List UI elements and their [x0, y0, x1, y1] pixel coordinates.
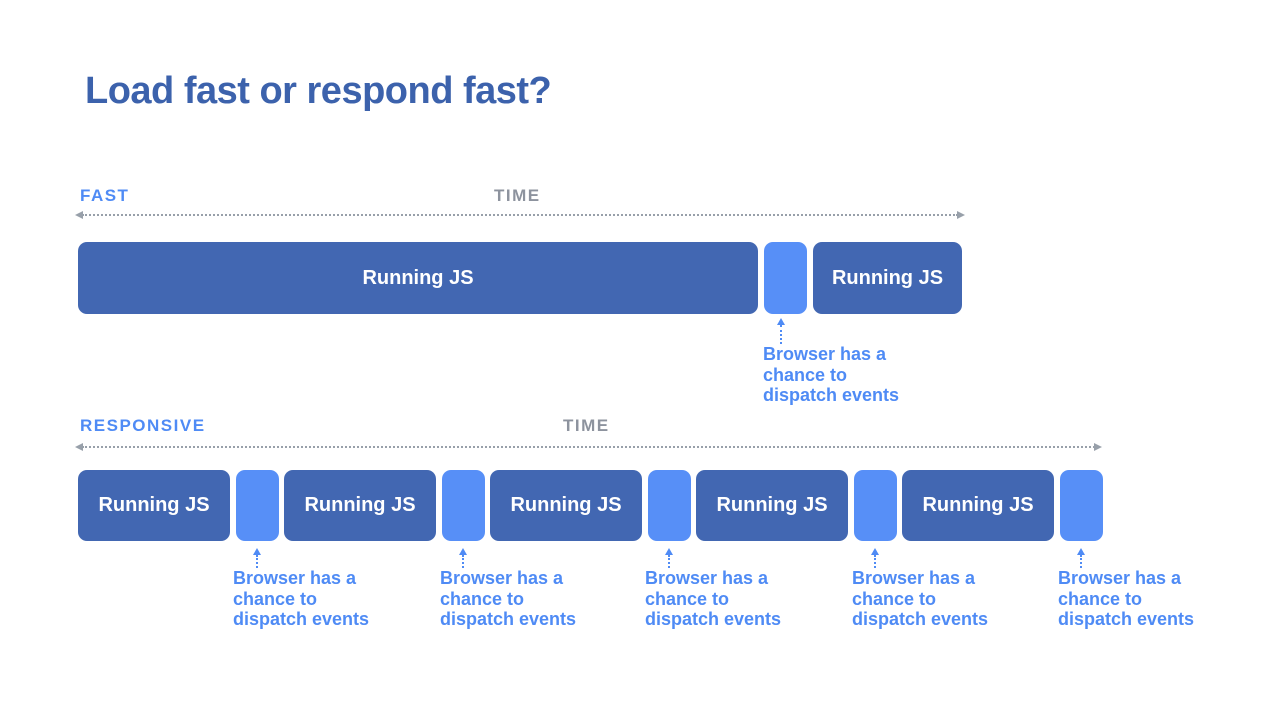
- fast-time-axis: [82, 214, 958, 216]
- axis-arrowhead-right-icon: [957, 211, 965, 219]
- idle-gap-block: [1060, 470, 1103, 541]
- arrowhead-up-icon: [665, 548, 673, 555]
- responsive-timeline-label: RESPONSIVE: [80, 416, 206, 435]
- axis-arrowhead-left-icon: [75, 211, 83, 219]
- running-js-label: Running JS: [362, 266, 474, 289]
- running-js-block: Running JS: [813, 242, 962, 314]
- arrowhead-up-icon: [253, 548, 261, 555]
- dispatch-events-annotation: Browser has a chance to dispatch events: [852, 568, 988, 630]
- annotation-line: chance to: [645, 588, 730, 609]
- annotation-line: Browser has a: [852, 568, 976, 588]
- annotation-line: chance to: [852, 588, 937, 609]
- fast-time-axis-label: TIME: [494, 186, 541, 205]
- up-arrow-icon: [1077, 548, 1085, 568]
- up-arrow-icon: [253, 548, 261, 568]
- running-js-label: Running JS: [98, 494, 210, 516]
- running-js-block: Running JS: [78, 242, 758, 314]
- dispatch-events-annotation: Browser has a chance to dispatch events: [233, 568, 369, 630]
- running-js-label: Running JS: [922, 494, 1034, 516]
- idle-gap-block: [236, 470, 279, 541]
- arrowhead-up-icon: [1077, 548, 1085, 555]
- dotted-stem: [780, 325, 782, 344]
- up-arrow-icon: [459, 548, 467, 568]
- running-js-label: Running JS: [510, 494, 622, 516]
- arrowhead-up-icon: [459, 548, 467, 555]
- annotation-line: dispatch events: [1058, 609, 1195, 629]
- responsive-time-axis-label: TIME: [563, 416, 610, 435]
- annotation-line: dispatch events: [763, 385, 900, 405]
- axis-arrowhead-left-icon: [75, 443, 83, 451]
- running-js-block: Running JS: [490, 470, 642, 541]
- dotted-stem: [874, 555, 876, 568]
- annotation-line: chance to: [763, 364, 848, 385]
- annotation-line: chance to: [440, 588, 525, 609]
- idle-gap-block: [442, 470, 485, 541]
- running-js-label: Running JS: [304, 494, 416, 516]
- running-js-block: Running JS: [696, 470, 848, 541]
- annotation-line: Browser has a: [1058, 568, 1182, 588]
- annotation-line: Browser has a: [645, 568, 769, 588]
- dotted-stem: [256, 555, 258, 568]
- running-js-block: Running JS: [78, 470, 230, 541]
- idle-gap-block: [854, 470, 897, 541]
- arrowhead-up-icon: [777, 318, 785, 325]
- dispatch-events-annotation: Browser has a chance to dispatch events: [1058, 568, 1194, 630]
- annotation-line: dispatch events: [852, 609, 989, 629]
- dotted-stem: [462, 555, 464, 568]
- annotation-line: Browser has a: [233, 568, 357, 588]
- dispatch-events-annotation: Browser has a chance to dispatch events: [763, 344, 899, 406]
- arrowhead-up-icon: [871, 548, 879, 555]
- annotation-line: chance to: [233, 588, 318, 609]
- annotation-line: chance to: [1058, 588, 1143, 609]
- fast-timeline-label: FAST: [80, 186, 130, 205]
- responsive-time-axis: [82, 446, 1095, 448]
- dispatch-events-annotation: Browser has a chance to dispatch events: [645, 568, 781, 630]
- running-js-label: Running JS: [716, 494, 828, 516]
- running-js-block: Running JS: [284, 470, 436, 541]
- dotted-stem: [668, 555, 670, 568]
- annotation-line: dispatch events: [233, 609, 370, 629]
- annotation-line: dispatch events: [440, 609, 577, 629]
- axis-arrowhead-right-icon: [1094, 443, 1102, 451]
- running-js-label: Running JS: [831, 266, 944, 289]
- annotation-line: Browser has a: [440, 568, 564, 588]
- idle-gap-block: [764, 242, 807, 314]
- slide-title: Load fast or respond fast?: [85, 70, 552, 112]
- dispatch-events-annotation: Browser has a chance to dispatch events: [440, 568, 576, 630]
- annotation-line: dispatch events: [645, 609, 782, 629]
- annotation-line: Browser has a: [763, 344, 887, 364]
- up-arrow-icon: [777, 318, 785, 344]
- dotted-stem: [1080, 555, 1082, 568]
- up-arrow-icon: [665, 548, 673, 568]
- running-js-block: Running JS: [902, 470, 1054, 541]
- up-arrow-icon: [871, 548, 879, 568]
- idle-gap-block: [648, 470, 691, 541]
